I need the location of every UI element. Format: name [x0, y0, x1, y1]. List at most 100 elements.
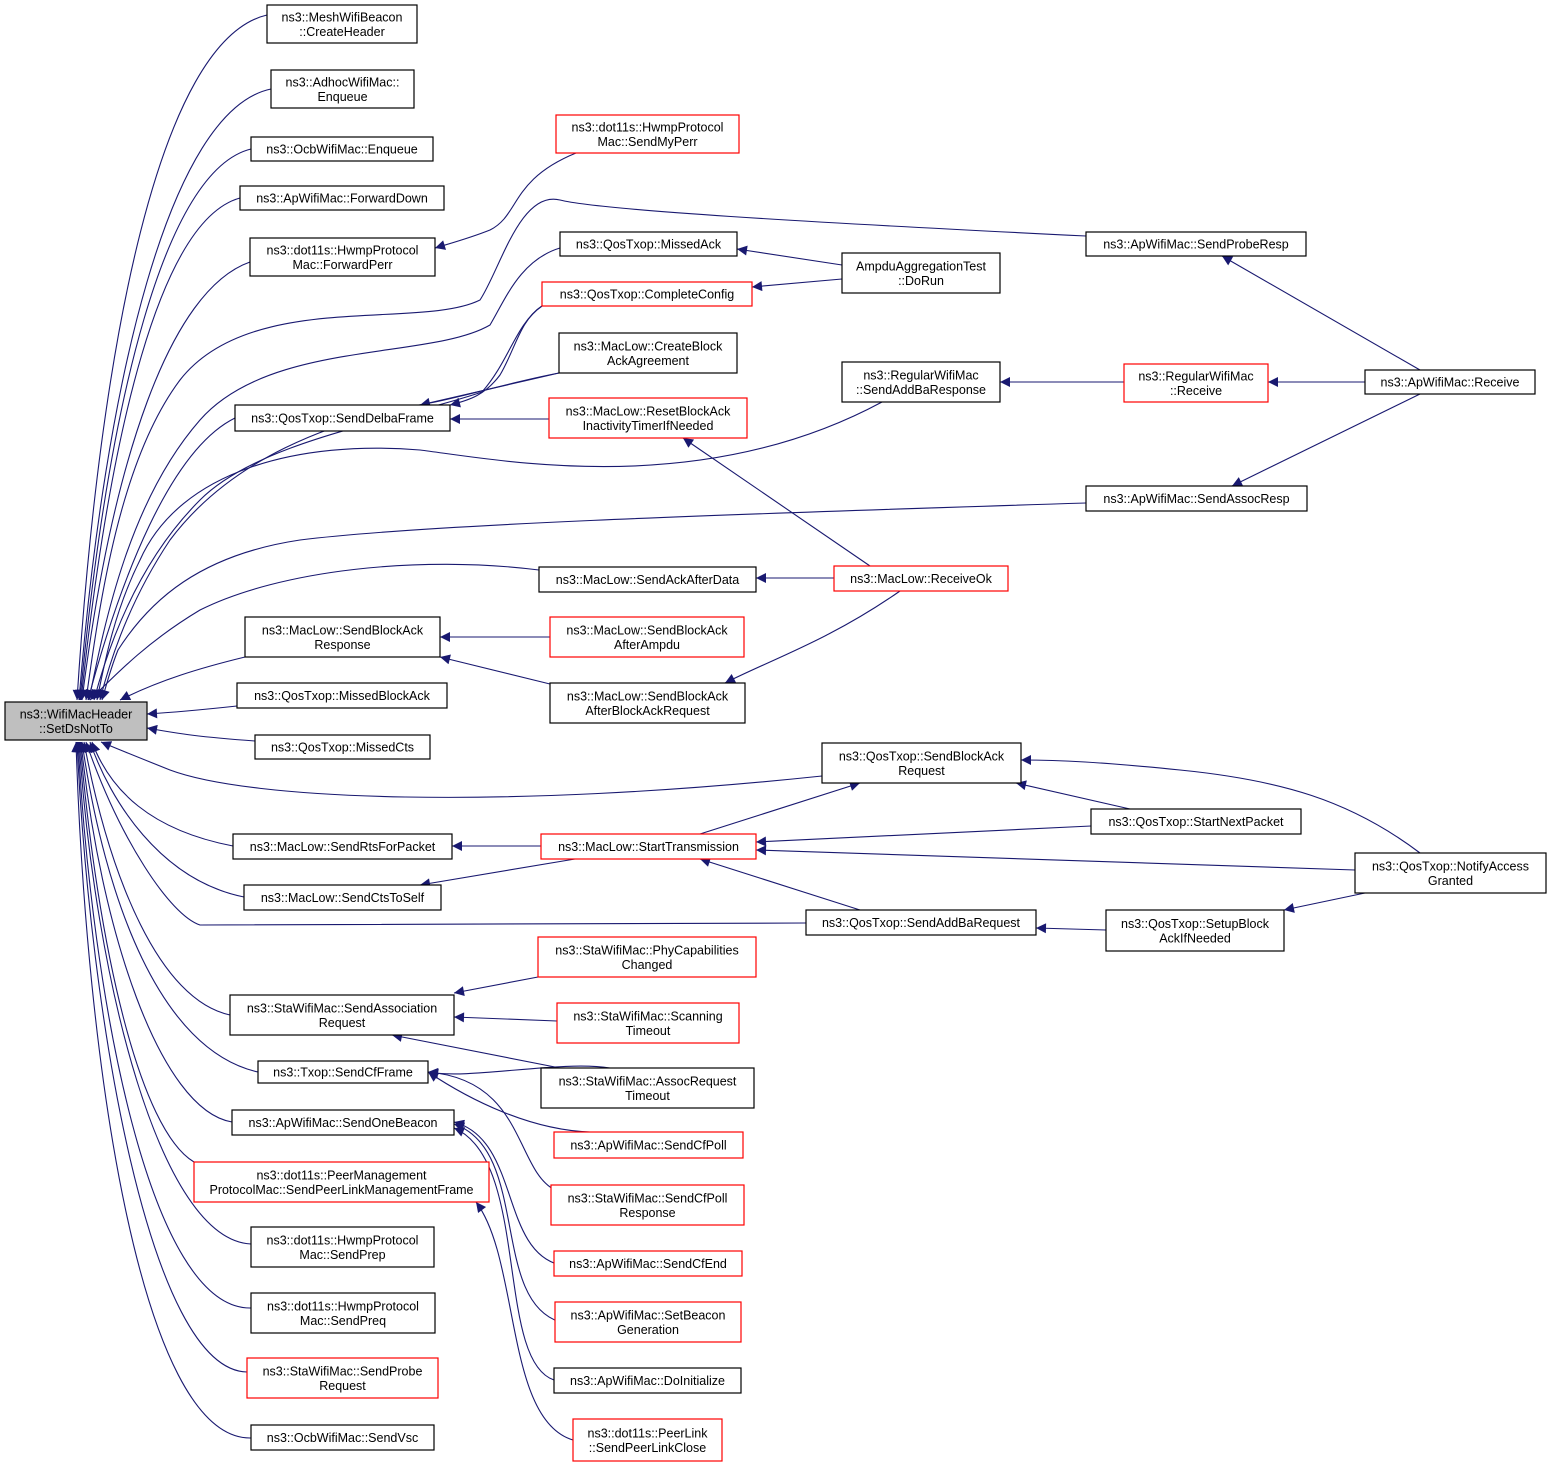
- node-box[interactable]: [270, 69, 415, 109]
- caller-node-n17[interactable]: ns3::ApWifiMac::SendAssocResp: [1085, 485, 1308, 512]
- node-box[interactable]: [229, 994, 455, 1036]
- caller-node-n03[interactable]: ns3::OcbWifiMac::Enqueue: [250, 136, 434, 162]
- caller-node-n10[interactable]: ns3::QosTxop::CompleteConfig: [541, 281, 753, 307]
- node-box[interactable]: [243, 884, 442, 911]
- caller-node-n31[interactable]: ns3::QosTxop::SendAddBaRequest: [805, 909, 1037, 936]
- node-box[interactable]: [1123, 363, 1269, 403]
- node-box[interactable]: [239, 185, 445, 211]
- caller-node-n40[interactable]: ns3::dot11s::PeerManagementProtocolMac::…: [193, 1161, 490, 1203]
- node-box[interactable]: [250, 136, 434, 162]
- node-box[interactable]: [548, 397, 748, 439]
- caller-node-n23[interactable]: ns3::QosTxop::MissedBlockAck: [236, 682, 448, 709]
- caller-node-n14[interactable]: ns3::ApWifiMac::Receive: [1364, 369, 1536, 395]
- caller-node-n05[interactable]: ns3::dot11s::HwmpProtocolMac::ForwardPer…: [249, 237, 436, 277]
- node-box[interactable]: [553, 1250, 743, 1277]
- focus-node[interactable]: ns3::WifiMacHeader::SetDsNotTo: [4, 701, 148, 741]
- caller-node-n07[interactable]: ns3::ApWifiMac::SendProbeResp: [1085, 231, 1307, 257]
- caller-node-n24[interactable]: ns3::QosTxop::MissedCts: [254, 734, 431, 760]
- caller-node-n22[interactable]: ns3::MacLow::SendBlockAckAfterBlockAckRe…: [549, 682, 746, 724]
- node-box[interactable]: [250, 1226, 435, 1268]
- node-box[interactable]: [244, 616, 441, 658]
- node-box[interactable]: [558, 332, 738, 374]
- node-box[interactable]: [805, 909, 1037, 936]
- node-box[interactable]: [236, 682, 448, 709]
- node-box[interactable]: [540, 833, 757, 860]
- caller-node-n08[interactable]: ns3::QosTxop::MissedAck: [559, 231, 738, 257]
- node-box[interactable]: [1085, 485, 1308, 512]
- node-box[interactable]: [572, 1418, 723, 1462]
- node-box[interactable]: [257, 1060, 429, 1084]
- node-box[interactable]: [553, 1367, 742, 1394]
- node-box[interactable]: [1364, 369, 1536, 395]
- node-box[interactable]: [232, 833, 453, 860]
- node-box[interactable]: [231, 1109, 455, 1136]
- node-box[interactable]: [1354, 852, 1547, 894]
- node-box[interactable]: [554, 1301, 742, 1343]
- node-box[interactable]: [250, 1424, 435, 1451]
- node-box[interactable]: [553, 1131, 744, 1159]
- caller-node-n18[interactable]: ns3::MacLow::SendAckAfterData: [538, 566, 757, 593]
- node-box[interactable]: [250, 1292, 436, 1334]
- caller-node-n09[interactable]: AmpduAggregationTest::DoRun: [841, 252, 1001, 294]
- node-box[interactable]: [537, 936, 757, 978]
- node-box[interactable]: [555, 114, 740, 154]
- caller-node-n16[interactable]: ns3::MacLow::ResetBlockAckInactivityTime…: [548, 397, 748, 439]
- node-box[interactable]: [821, 742, 1022, 784]
- caller-node-n13[interactable]: ns3::RegularWifiMac::Receive: [1123, 363, 1269, 403]
- node-box[interactable]: [538, 566, 757, 593]
- node-box[interactable]: [841, 252, 1001, 294]
- caller-node-n49[interactable]: ns3::dot11s::PeerLink::SendPeerLinkClose: [572, 1418, 723, 1462]
- caller-node-n15[interactable]: ns3::QosTxop::SendDelbaFrame: [234, 404, 451, 432]
- caller-node-n01[interactable]: ns3::MeshWifiBeacon::CreateHeader: [266, 4, 418, 44]
- node-box[interactable]: [549, 616, 745, 658]
- caller-node-n43[interactable]: ns3::ApWifiMac::SendCfEnd: [553, 1250, 743, 1277]
- caller-node-n39[interactable]: ns3::ApWifiMac::SendCfPoll: [553, 1131, 744, 1159]
- node-box[interactable]: [540, 1067, 755, 1109]
- caller-node-n28[interactable]: ns3::MacLow::StartTransmission: [540, 833, 757, 860]
- node-box[interactable]: [193, 1161, 490, 1203]
- caller-node-n02[interactable]: ns3::AdhocWifiMac::Enqueue: [270, 69, 415, 109]
- node-box[interactable]: [833, 565, 1009, 592]
- node-box[interactable]: [541, 281, 753, 307]
- node-box[interactable]: [556, 1002, 740, 1044]
- node-box[interactable]: [254, 734, 431, 760]
- node-box[interactable]: [1090, 808, 1302, 835]
- node-box[interactable]: [1085, 231, 1307, 257]
- caller-node-n26[interactable]: ns3::QosTxop::StartNextPacket: [1090, 808, 1302, 835]
- node-box[interactable]: [234, 404, 451, 432]
- caller-node-n37[interactable]: ns3::Txop::SendCfFrame: [257, 1060, 429, 1084]
- node-box[interactable]: [550, 1184, 745, 1226]
- node-box[interactable]: [246, 1357, 439, 1399]
- node-box[interactable]: [1105, 909, 1285, 952]
- caller-node-n19[interactable]: ns3::MacLow::ReceiveOk: [833, 565, 1009, 592]
- caller-node-n47[interactable]: ns3::ApWifiMac::DoInitialize: [553, 1367, 742, 1394]
- caller-node-n38[interactable]: ns3::ApWifiMac::SendOneBeacon: [231, 1109, 455, 1136]
- node-box[interactable]: [841, 361, 1001, 403]
- node-box[interactable]: [266, 4, 418, 44]
- node-box[interactable]: [4, 701, 148, 741]
- node-box[interactable]: [549, 682, 746, 724]
- caller-node-n12[interactable]: ns3::RegularWifiMac::SendAddBaResponse: [841, 361, 1001, 403]
- node-box[interactable]: [559, 231, 738, 257]
- caller-node-n04[interactable]: ns3::ApWifiMac::ForwardDown: [239, 185, 445, 211]
- node-box[interactable]: [249, 237, 436, 277]
- caller-node-n48[interactable]: ns3::OcbWifiMac::SendVsc: [250, 1424, 435, 1451]
- caller-node-n30[interactable]: ns3::MacLow::SendCtsToSelf: [243, 884, 442, 911]
- caller-node-n27[interactable]: ns3::MacLow::SendRtsForPacket: [232, 833, 453, 860]
